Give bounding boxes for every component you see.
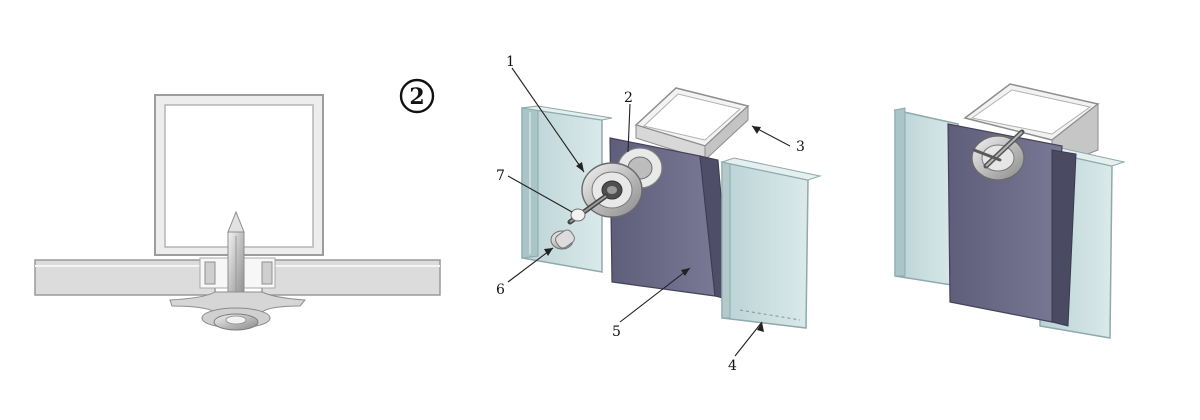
callout-1: 1 [506,54,515,70]
figure-number: 2 [409,84,424,110]
callout-labels: 1 2 3 4 5 6 7 [496,54,805,374]
figure-number-badge: 2 [399,78,435,114]
callout-6: 6 [496,282,505,298]
cross-section-view [34,94,441,331]
callout-5: 5 [612,324,621,340]
callout-leaders [507,67,791,357]
assembled-view [894,83,1126,339]
glass-panel-left [521,105,613,273]
glass-panel-right [720,157,822,329]
callout-3: 3 [796,139,805,155]
square-tube [634,87,750,162]
exploded-view: 1 2 3 4 5 6 7 [496,54,822,374]
callout-2: 2 [624,90,633,106]
callout-4: 4 [728,358,737,374]
callout-arrowheads [544,126,764,332]
rosette-fitting [550,147,663,250]
small-washer [570,208,586,222]
callout-7: 7 [496,168,505,184]
sealing-gasket [169,291,307,313]
